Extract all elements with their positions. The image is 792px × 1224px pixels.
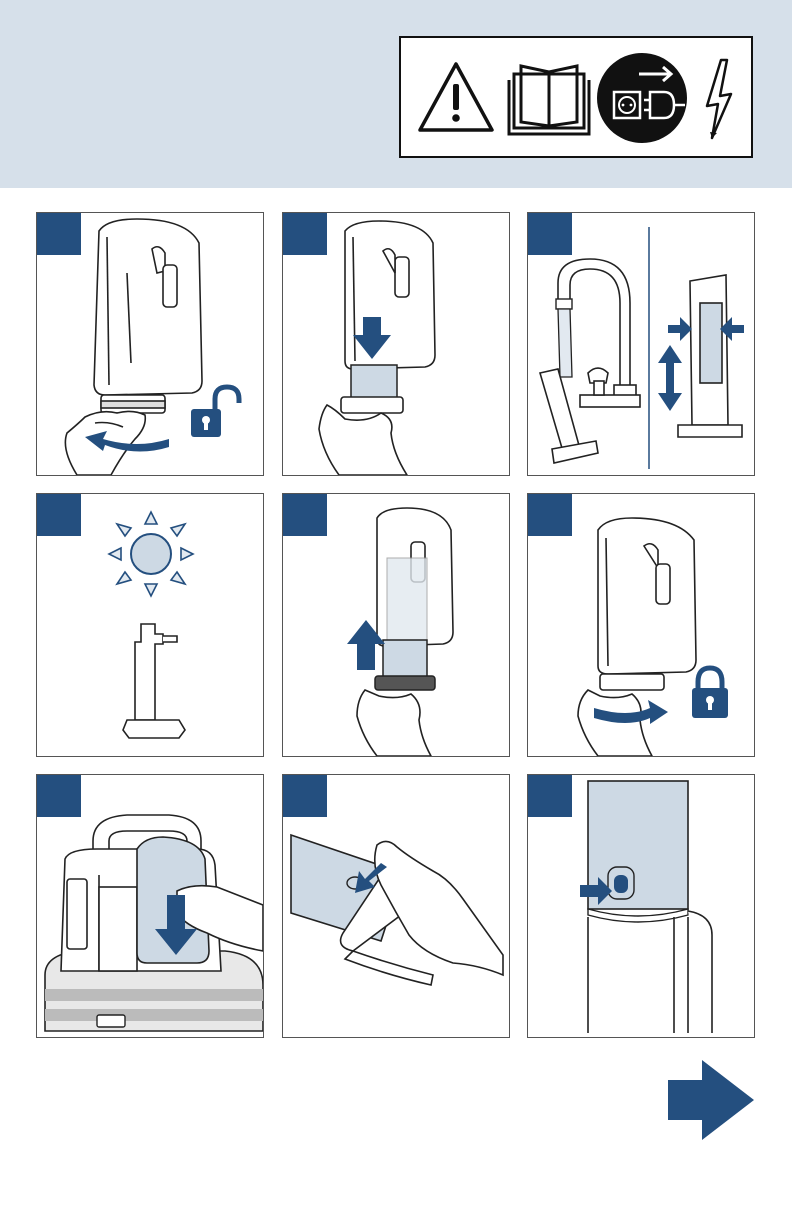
shake-arrow xyxy=(658,345,682,411)
next-arrow-icon[interactable] xyxy=(666,1058,756,1142)
step-8-panel xyxy=(282,774,510,1038)
electric-shock-icon xyxy=(707,60,731,138)
tank-cap xyxy=(600,674,664,690)
step-9-panel xyxy=(527,774,755,1038)
hand xyxy=(357,690,431,756)
filter xyxy=(351,365,397,401)
hand xyxy=(375,841,503,975)
tank-cap xyxy=(341,397,403,413)
lower-tube xyxy=(588,911,712,1033)
filter-drying xyxy=(123,624,185,738)
step-6-panel xyxy=(527,493,755,757)
step-7-panel xyxy=(36,774,264,1038)
filter-inserting xyxy=(387,558,427,644)
hand xyxy=(319,405,407,475)
unplug-icon xyxy=(597,53,687,143)
step-2-panel xyxy=(282,212,510,476)
filter xyxy=(383,640,427,680)
press-arrow-left xyxy=(668,317,692,341)
step-3-panel xyxy=(527,212,755,476)
water-tank xyxy=(345,221,435,369)
step-5-panel xyxy=(282,493,510,757)
safety-warning-box xyxy=(399,36,753,158)
warning-triangle-icon xyxy=(420,64,492,130)
hand xyxy=(578,690,652,756)
water-stream xyxy=(558,309,572,377)
water-tank xyxy=(598,518,696,674)
tank-cap xyxy=(375,676,435,690)
tank-cap xyxy=(101,395,165,413)
step-1-panel xyxy=(36,212,264,476)
manual-book-icon xyxy=(509,66,589,134)
header-band xyxy=(0,0,792,188)
unlock-icon xyxy=(191,387,239,437)
sun-icon xyxy=(109,512,193,596)
water-tank xyxy=(94,219,202,395)
filter-standing xyxy=(678,275,742,437)
lock-icon xyxy=(692,668,728,718)
step-4-panel xyxy=(36,493,264,757)
